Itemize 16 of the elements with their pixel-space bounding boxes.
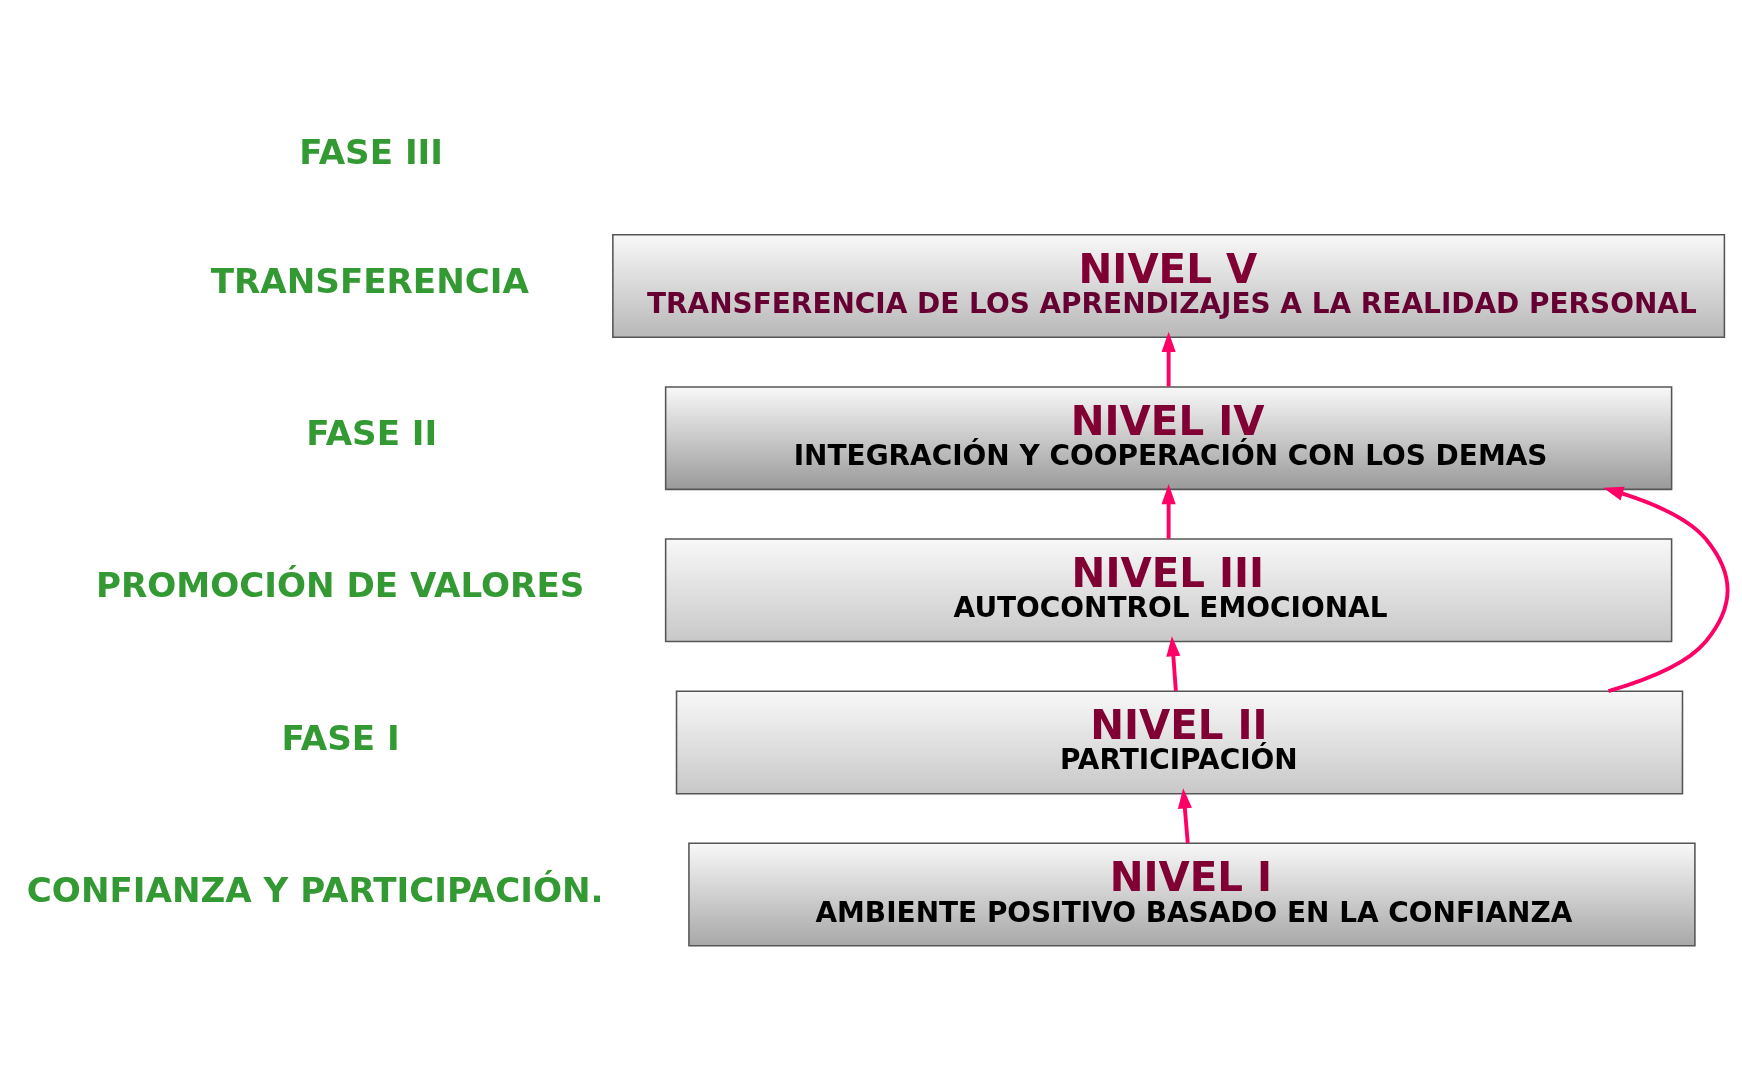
node-box: NIVEL I AMBIENTE POSITIVO BASADO EN LA CONFIANZA	[688, 842, 1696, 947]
label: PROMOCIÓN DE VALORES	[95, 565, 585, 606]
label: FASE III	[299, 132, 443, 173]
label: FASE II	[306, 413, 438, 454]
node-box: NIVEL II PARTICIPACIÓN	[675, 690, 1684, 795]
arrow	[1603, 486, 1730, 693]
arrow	[1177, 788, 1192, 844]
label: CONFIANZA Y PARTICIPACIÓN.	[26, 869, 604, 910]
node-box: NIVEL IV INTEGRACIÓN Y COOPERACIÓN CON LOS DEMAS	[664, 386, 1673, 491]
label: FASE I	[281, 717, 400, 758]
node-box: NIVEL III AUTOCONTROL EMOCIONAL	[664, 538, 1673, 643]
arrow	[1161, 484, 1176, 539]
node-box: NIVEL V TRANSFERENCIA DE LOS APRENDIZAJES A LA REALIDAD PERSONAL	[612, 234, 1726, 338]
label: TRANSFERENCIA	[210, 261, 529, 302]
arrow	[1166, 636, 1181, 691]
arrow	[1161, 331, 1176, 387]
